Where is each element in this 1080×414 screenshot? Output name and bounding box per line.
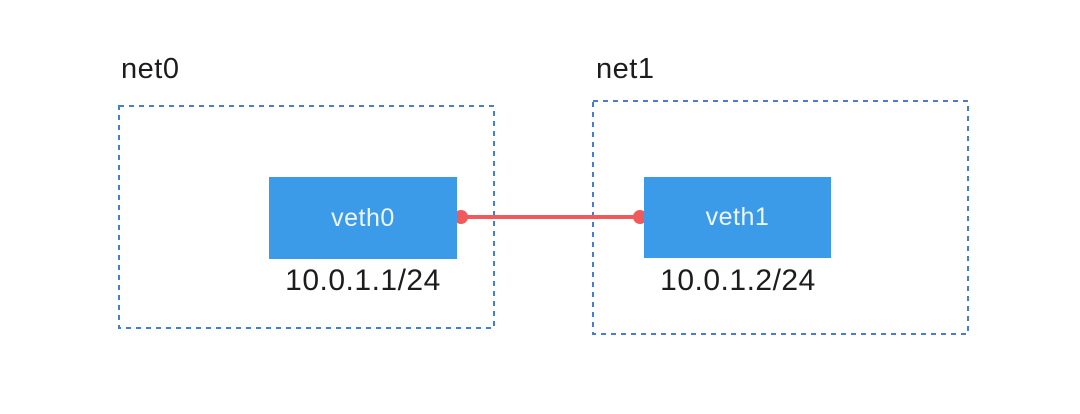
namespace-label-net0: net0 — [121, 53, 180, 85]
namespace-dashed-border-net0 — [118, 105, 495, 329]
namespace-dashed-border-net1 — [592, 100, 969, 335]
interface-ip-veth1: 10.0.1.2/24 — [660, 264, 816, 297]
namespace-label-net1: net1 — [596, 53, 655, 85]
interface-box-veth0: veth0 — [269, 177, 457, 259]
interface-name-veth1: veth1 — [705, 203, 770, 231]
interface-box-veth1: veth1 — [644, 177, 831, 258]
link-endpoint-dot-veth1 — [633, 210, 647, 224]
interface-ip-veth0: 10.0.1.1/24 — [285, 264, 441, 297]
link-endpoint-dot-veth0 — [454, 210, 468, 224]
interface-name-veth0: veth0 — [331, 203, 395, 232]
